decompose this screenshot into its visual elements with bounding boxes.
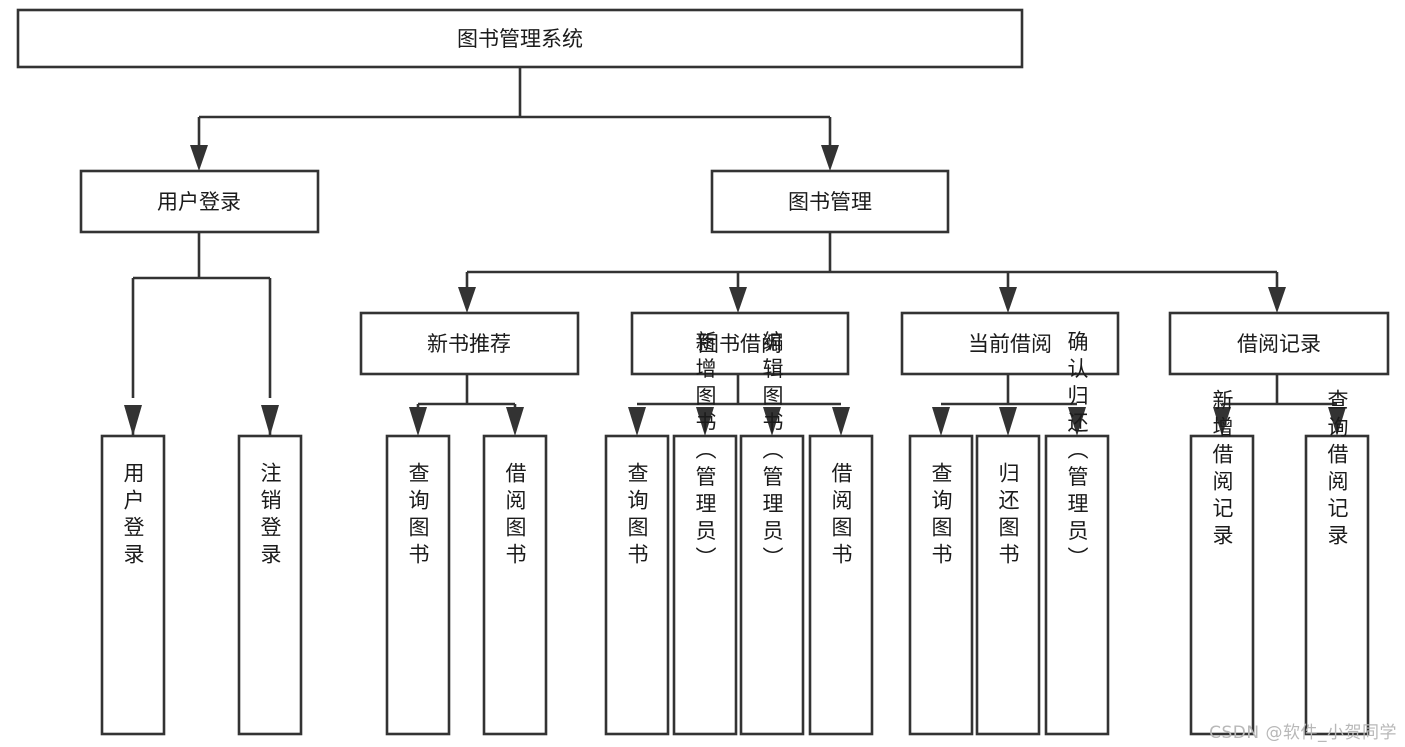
node-leaf-user-login[interactable]: 用户登录 (100, 434, 166, 736)
node-leaf-user-logout-label: 注销登录 (258, 462, 282, 570)
arrow-head-leaf-return-book (999, 407, 1017, 436)
node-leaf-user-login-label: 用户登录 (121, 462, 145, 570)
node-root-box[interactable] (16, 8, 1024, 69)
node-book-management-label: 图书管理 (788, 190, 872, 214)
node-leaf-confirm-return[interactable]: 确认归还（管理员） (1044, 331, 1110, 736)
node-leaf-query-record-box[interactable] (1304, 434, 1370, 736)
node-current-borrow-box[interactable] (900, 311, 1120, 376)
node-leaf-borrow-book-2-box[interactable] (808, 434, 874, 736)
node-leaf-borrow-book-2-label: 借阅图书 (829, 462, 853, 570)
node-leaf-user-logout-box[interactable] (237, 434, 303, 736)
arrow-head-leaf-query-book-2 (628, 407, 646, 436)
node-leaf-borrow-book-1-label: 借阅图书 (503, 462, 527, 570)
arrow-head-leaf-add-record (1213, 407, 1231, 436)
node-book-management-box[interactable] (710, 169, 950, 234)
node-root[interactable]: 图书管理系统 (16, 8, 1024, 69)
node-leaf-add-record[interactable]: 新增借阅记录 (1189, 389, 1255, 736)
node-current-borrow[interactable]: 当前借阅 (900, 311, 1120, 376)
node-leaf-add-book-label: 新增图书（管理员） (693, 331, 717, 574)
csdn-watermark: CSDN @软件_小贺同学 (1209, 723, 1397, 743)
node-leaf-borrow-book-1[interactable]: 借阅图书 (482, 434, 548, 736)
node-leaf-add-book[interactable]: 新增图书（管理员） (672, 331, 738, 736)
node-leaf-borrow-book-2[interactable]: 借阅图书 (808, 434, 874, 736)
node-leaf-user-login-box[interactable] (100, 434, 166, 736)
node-leaf-add-record-box[interactable] (1189, 434, 1255, 736)
node-borrow-record[interactable]: 借阅记录 (1168, 311, 1390, 376)
node-leaf-query-book-1[interactable]: 查询图书 (385, 434, 451, 736)
node-leaf-query-book-1-box[interactable] (385, 434, 451, 736)
arrow-head-leaf-edit-book (763, 407, 781, 436)
node-leaf-edit-book-box[interactable] (739, 434, 805, 736)
arrow-head-borrow-record (1268, 287, 1286, 313)
node-leaf-query-book-2[interactable]: 查询图书 (604, 434, 670, 736)
arrow-head-leaf-user-logout (261, 405, 279, 436)
arrow-head-leaf-borrow-book-1 (506, 407, 524, 436)
node-book-borrow-label: 图书借阅 (698, 332, 782, 356)
node-leaf-query-record-label: 查询借阅记录 (1325, 389, 1349, 551)
node-leaf-query-book-1-label: 查询图书 (406, 462, 430, 570)
node-current-borrow-label: 当前借阅 (968, 332, 1052, 356)
node-user-login-label: 用户登录 (157, 190, 241, 214)
node-book-management[interactable]: 图书管理 (710, 169, 950, 234)
node-user-login-box[interactable] (79, 169, 320, 234)
node-leaf-confirm-return-box[interactable] (1044, 434, 1110, 736)
node-leaf-borrow-book-1-box[interactable] (482, 434, 548, 736)
node-book-borrow[interactable]: 图书借阅 (630, 311, 850, 376)
node-new-book-recommend-box[interactable] (359, 311, 580, 376)
node-leaf-confirm-return-label: 确认归还（管理员） (1065, 331, 1089, 574)
arrow-head-leaf-add-book (696, 407, 714, 436)
connector-layer (124, 67, 1346, 436)
node-book-borrow-box[interactable] (630, 311, 850, 376)
node-leaf-query-book-2-label: 查询图书 (625, 462, 649, 570)
node-root-label: 图书管理系统 (457, 27, 583, 51)
node-new-book-recommend[interactable]: 新书推荐 (359, 311, 580, 376)
arrow-head-leaf-borrow-book-2 (832, 407, 850, 436)
node-leaf-add-book-box[interactable] (672, 434, 738, 736)
arrow-head-book-borrow (729, 287, 747, 313)
arrow-head-user-login (190, 145, 208, 171)
node-borrow-record-box[interactable] (1168, 311, 1390, 376)
node-leaf-edit-book[interactable]: 编辑图书（管理员） (739, 331, 805, 736)
arrow-head-new-book-recommend (458, 287, 476, 313)
arrow-head-current-borrow (999, 287, 1017, 313)
node-leaf-return-book-box[interactable] (975, 434, 1041, 736)
node-leaf-query-book-3-box[interactable] (908, 434, 974, 736)
node-leaf-query-book-3-label: 查询图书 (929, 462, 953, 570)
arrow-head-leaf-query-book-1 (409, 407, 427, 436)
node-leaf-query-book-3[interactable]: 查询图书 (908, 434, 974, 736)
node-leaf-return-book[interactable]: 归还图书 (975, 434, 1041, 736)
arrow-head-leaf-confirm-return (1068, 407, 1086, 436)
node-user-login[interactable]: 用户登录 (79, 169, 320, 234)
arrow-head-leaf-query-book-3 (932, 407, 950, 436)
arrow-head-leaf-query-record (1328, 407, 1346, 436)
node-borrow-record-label: 借阅记录 (1237, 332, 1321, 356)
arrow-head-book-management (821, 145, 839, 171)
node-leaf-return-book-label: 归还图书 (996, 462, 1020, 570)
node-leaf-add-record-label: 新增借阅记录 (1210, 389, 1234, 551)
node-leaf-user-logout[interactable]: 注销登录 (237, 434, 303, 736)
arrow-head-leaf-user-login (124, 405, 142, 436)
node-leaf-edit-book-label: 编辑图书（管理员） (760, 331, 784, 574)
node-leaf-query-record[interactable]: 查询借阅记录 (1304, 389, 1370, 736)
node-leaf-query-book-2-box[interactable] (604, 434, 670, 736)
node-new-book-recommend-label: 新书推荐 (427, 332, 511, 356)
